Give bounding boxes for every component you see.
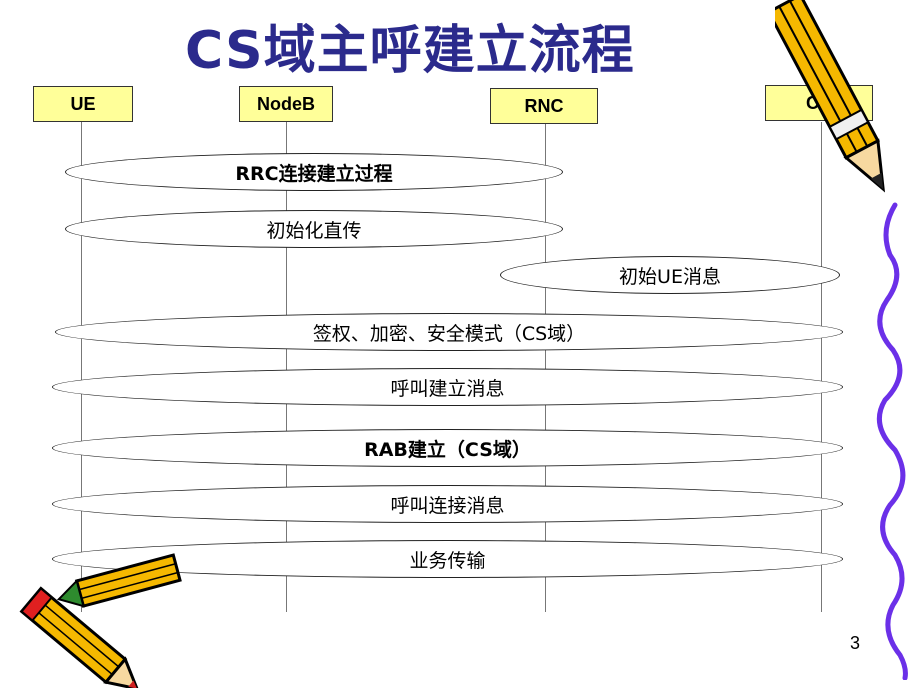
slide-title: CS域主呼建立流程	[185, 21, 635, 81]
pencils-icon	[19, 553, 182, 688]
page-number: 3	[849, 633, 860, 653]
lifeline-cn	[821, 122, 822, 612]
entity-nodeb: NodeB	[239, 86, 333, 122]
lifeline-nodeb	[286, 120, 287, 612]
msg-rrc-connection-setup: RRC连接建立过程	[65, 153, 563, 191]
squiggle-line	[876, 202, 908, 680]
msg-call-connect: 呼叫连接消息	[52, 485, 843, 523]
msg-authentication-security: 签权、加密、安全模式（CS域）	[55, 313, 843, 351]
entity-rnc: RNC	[490, 88, 598, 124]
pencil-icon	[775, 0, 886, 193]
msg-rab-setup: RAB建立（CS域）	[52, 429, 843, 467]
lifeline-ue	[81, 122, 82, 612]
msg-service-transfer: 业务传输	[52, 540, 843, 578]
msg-initial-direct-transfer: 初始化直传	[65, 210, 563, 248]
entity-ue: UE	[33, 86, 133, 122]
msg-initial-ue-message: 初始UE消息	[500, 256, 840, 294]
msg-call-setup: 呼叫建立消息	[52, 368, 843, 406]
